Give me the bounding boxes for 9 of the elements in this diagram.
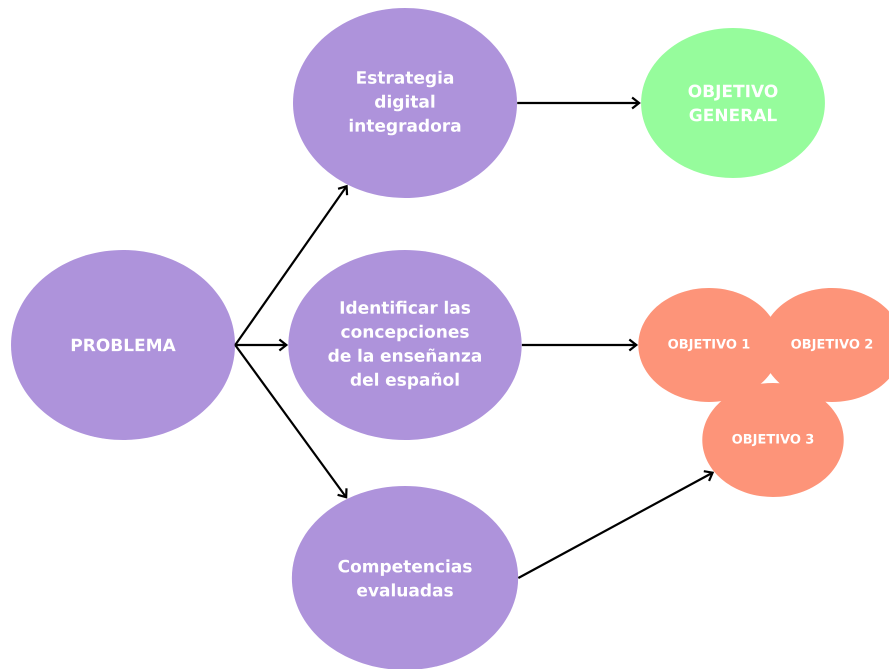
arrow — [517, 96, 641, 110]
node-label: OBJETIVO 2 — [791, 338, 872, 352]
arrow — [235, 338, 288, 352]
node-label: OBJETIVO 3 — [732, 434, 814, 446]
node-label: OBJETIVO 1 — [668, 338, 750, 352]
arrow — [522, 338, 638, 352]
arrow — [518, 470, 714, 579]
arrow — [234, 344, 348, 499]
arrow — [234, 184, 348, 346]
